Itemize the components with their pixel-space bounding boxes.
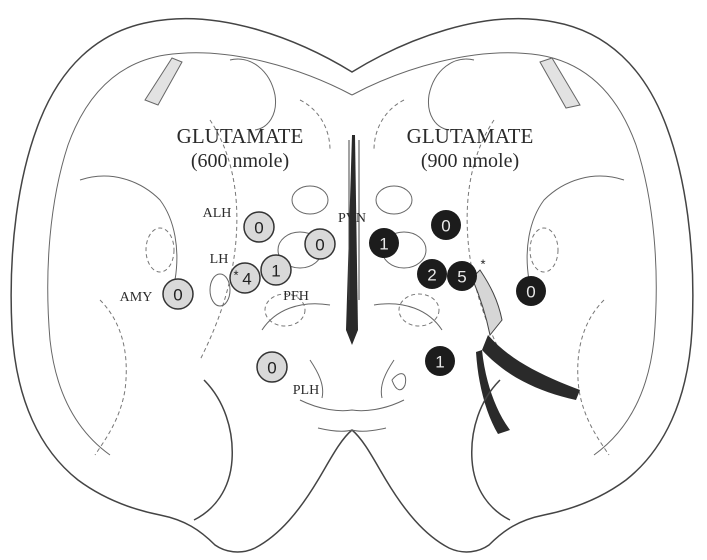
filled-marker-value: 1 <box>379 235 388 254</box>
open-marker-value: 0 <box>173 286 182 305</box>
region-label-amy: AMY <box>120 290 153 305</box>
significance-asterisk: * <box>233 268 238 283</box>
region-label-plh: PLH <box>293 383 319 398</box>
filled-marker-value: 0 <box>441 217 450 236</box>
filled-marker-amy-right: 0 <box>516 276 546 306</box>
open-marker-pfh: 1 <box>261 255 291 285</box>
filled-marker-value: 2 <box>427 266 436 285</box>
left-group-title: GLUTAMATE <box>177 124 304 148</box>
significance-asterisk: * <box>480 257 485 272</box>
open-marker-plh: 0 <box>257 352 287 382</box>
region-label-alh: ALH <box>203 206 232 221</box>
open-marker-value: 0 <box>254 219 263 238</box>
brain-outline <box>11 19 693 552</box>
region-label-lh: LH <box>210 252 229 267</box>
open-marker-value: 0 <box>315 236 324 255</box>
filled-marker-plh-right: 1 <box>425 346 455 376</box>
filled-marker-value: 1 <box>435 353 444 372</box>
right-group-dose: (900 nmole) <box>421 150 519 172</box>
region-label-pfh: PFH <box>283 289 309 304</box>
open-marker-value: 4 <box>242 270 251 289</box>
open-marker-amy: 0 <box>163 279 193 309</box>
open-marker-alh: 0 <box>244 212 274 242</box>
filled-marker-pvn-right: 1 <box>369 228 399 258</box>
filled-marker-lh-right-a: 2 <box>417 259 447 289</box>
open-marker-pvn-left: 0 <box>305 229 335 259</box>
filled-marker-value: 5 <box>457 268 466 287</box>
open-marker-value: 1 <box>271 262 280 281</box>
filled-marker-value: 0 <box>526 283 535 302</box>
filled-marker-upper: 0 <box>431 210 461 240</box>
left-group-dose: (600 nmole) <box>191 150 289 172</box>
open-marker-lh: 4 * <box>230 263 260 293</box>
open-marker-value: 0 <box>267 359 276 378</box>
region-label-pvn: PVN <box>338 211 366 226</box>
right-group-title: GLUTAMATE <box>407 124 534 148</box>
